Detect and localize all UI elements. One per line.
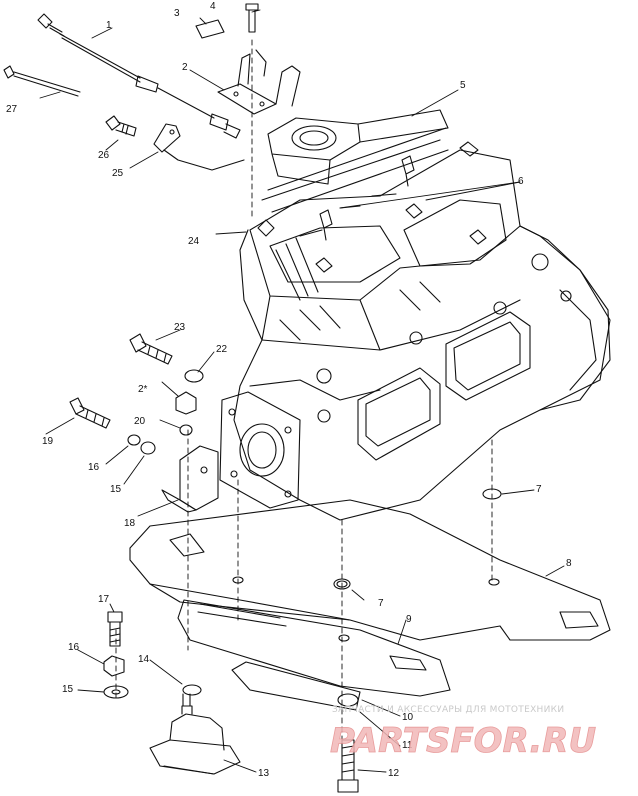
engine-block	[233, 225, 611, 521]
callout-5: 5	[460, 80, 466, 91]
exhaust-flange-5	[261, 109, 449, 213]
mount-plate-9	[177, 599, 451, 697]
washer-14	[182, 684, 202, 696]
callout-16-lower: 16	[68, 642, 80, 653]
watermark-tagline: ЗАПЧАСТИ И АКСЕССУАРЫ ДЛЯ МОТОТЕХНИКИ	[332, 705, 564, 715]
callout-10: 10	[402, 712, 414, 723]
alignment-lines	[115, 39, 493, 741]
callout-7-right: 7	[536, 484, 542, 495]
choke-cable	[37, 13, 241, 139]
callout-2-star: 2*	[138, 384, 148, 395]
lower-hardware	[103, 611, 129, 699]
callout-15-lower: 15	[62, 684, 74, 695]
callout-8: 8	[566, 558, 572, 569]
callout-7-center: 7	[378, 598, 384, 609]
clip-25	[153, 123, 245, 171]
callout-13: 13	[258, 768, 270, 779]
bolt-4	[245, 3, 259, 33]
callout-20: 20	[134, 416, 146, 427]
callout-26: 26	[98, 150, 110, 161]
callout-2: 2	[182, 62, 188, 73]
bolt-12	[337, 739, 359, 793]
leader-lines	[39, 9, 565, 773]
spark-plugs	[319, 155, 415, 241]
callout-15-upper: 15	[110, 484, 122, 495]
callout-17: 17	[98, 594, 110, 605]
callout-18: 18	[124, 518, 136, 529]
callout-14: 14	[138, 654, 150, 665]
callout-6: 6	[518, 176, 524, 187]
cable-27	[3, 65, 81, 97]
callout-16-upper: 16	[88, 462, 100, 473]
callout-3: 3	[174, 8, 180, 19]
callout-22: 22	[216, 344, 228, 355]
callout-11: 11	[402, 740, 413, 751]
rubber-mount-13	[149, 693, 241, 775]
washer-11	[337, 693, 359, 707]
cylinder-head	[249, 141, 521, 301]
bracket-18	[161, 445, 219, 513]
watermark-brand: PARTSFOR.RU	[330, 721, 596, 761]
callout-1: 1	[106, 20, 112, 31]
callout-labels: 1 2 3 4 5 6 7 7 8 9 10 11 12 13 14 15 15…	[6, 1, 572, 779]
bracket-2	[217, 49, 301, 115]
callout-9: 9	[406, 614, 412, 625]
reed-valves	[357, 311, 531, 461]
decal-3	[195, 19, 225, 39]
callout-25: 25	[112, 168, 124, 179]
callout-24: 24	[188, 236, 200, 247]
callout-12: 12	[388, 768, 400, 779]
callout-23: 23	[174, 322, 186, 333]
callout-19: 19	[42, 436, 54, 447]
fitting-26	[105, 115, 137, 137]
intake-flange	[219, 391, 301, 509]
callout-4: 4	[210, 1, 216, 12]
side-hardware	[69, 333, 204, 455]
engine-plate-8	[129, 499, 611, 642]
callout-27: 27	[6, 104, 18, 115]
watermark: ЗАПЧАСТИ И АКСЕССУАРЫ ДЛЯ МОТОТЕХНИКИ PA…	[330, 705, 597, 761]
